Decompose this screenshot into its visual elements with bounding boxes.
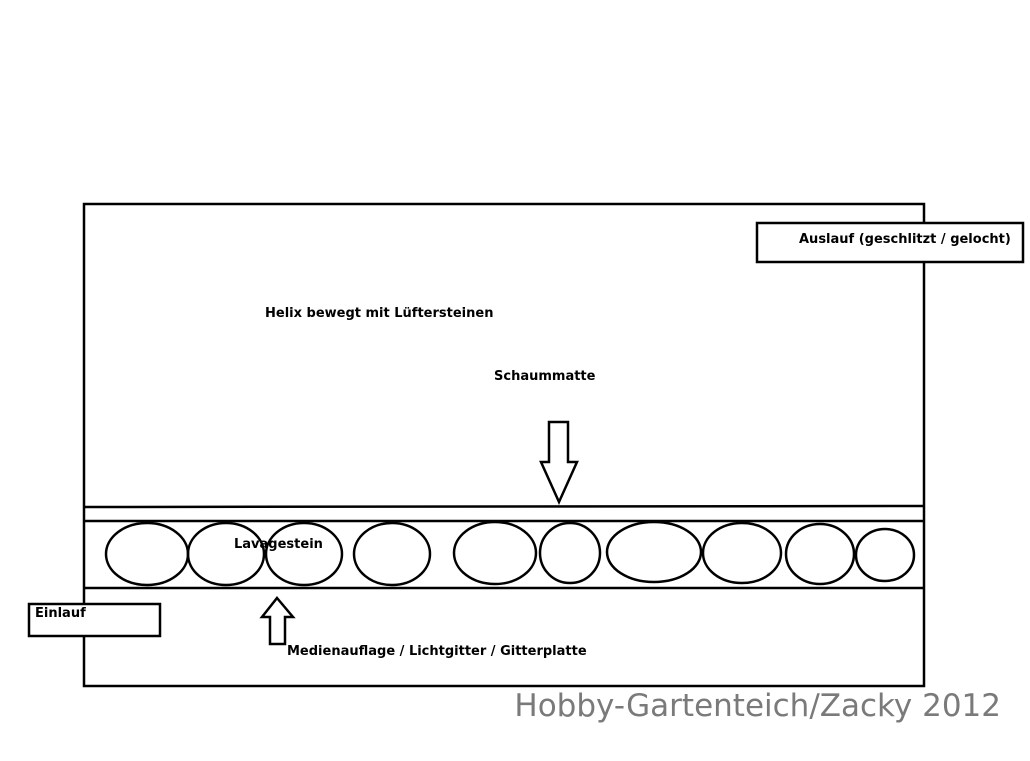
foam-mat-line-top bbox=[83, 504, 925, 509]
lava-stone bbox=[352, 521, 432, 587]
outlet-box bbox=[755, 221, 1025, 264]
inlet-label: Einlauf bbox=[35, 606, 86, 621]
lava-rock-stones bbox=[104, 520, 916, 587]
lava-stone bbox=[605, 520, 703, 584]
arrow-up-icon bbox=[259, 596, 296, 646]
lava-stone bbox=[784, 522, 856, 586]
outlet-label: Auslauf (geschlitzt / gelocht) bbox=[799, 232, 1011, 247]
lava-stone bbox=[186, 521, 266, 587]
inlet-box bbox=[27, 602, 162, 638]
media-support-label: Medienauflage / Lichtgitter / Gitterplat… bbox=[287, 644, 587, 659]
lava-rock-label: Lavagestein bbox=[234, 537, 323, 552]
watermark-text: Hobby-Gartenteich/Zacky 2012 bbox=[514, 688, 1001, 724]
arrow-down-icon bbox=[539, 420, 579, 506]
lava-stone bbox=[452, 520, 538, 586]
lava-stone bbox=[264, 521, 344, 587]
lava-stone bbox=[854, 527, 916, 583]
lava-stone bbox=[538, 521, 602, 585]
lava-stone bbox=[701, 521, 783, 585]
filter-housing bbox=[82, 202, 926, 688]
foam-mat-label: Schaummatte bbox=[494, 369, 596, 384]
helix-label: Helix bewegt mit Lüftersteinen bbox=[265, 306, 493, 321]
